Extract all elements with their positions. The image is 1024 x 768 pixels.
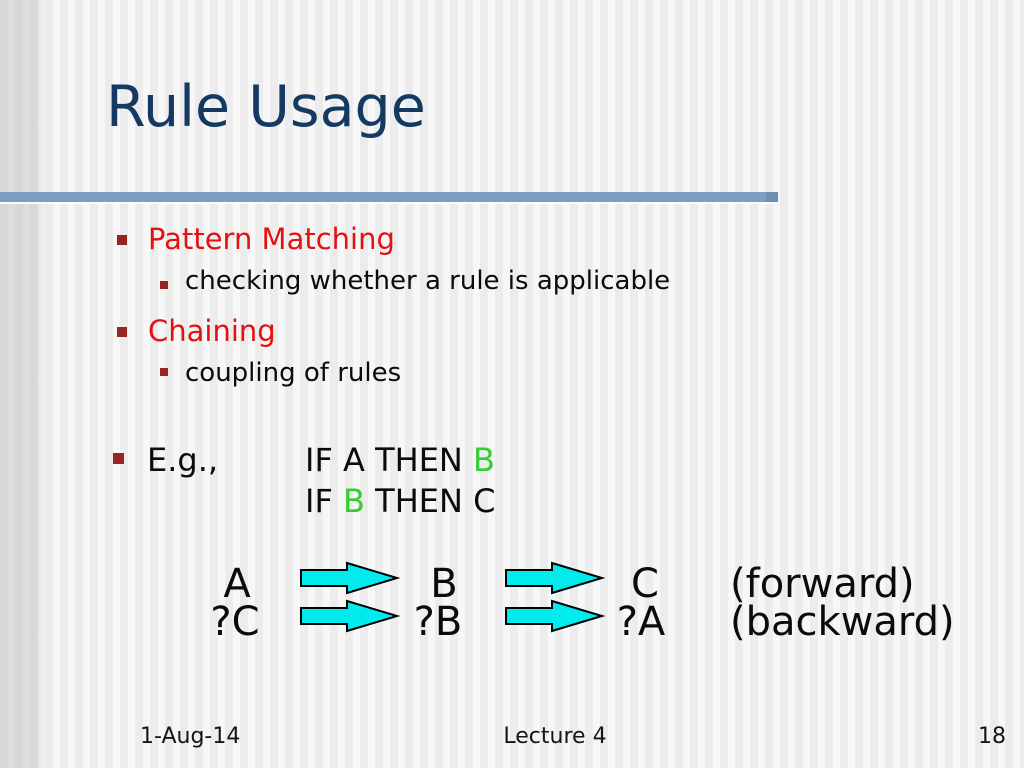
bullet-chaining: Chaining <box>148 314 276 348</box>
rule-text: IF A THEN <box>305 441 474 479</box>
bullet-square-icon <box>113 453 124 464</box>
bullet-square-icon <box>117 327 127 337</box>
accent-divider-endcap <box>766 192 778 202</box>
accent-divider <box>0 192 778 202</box>
highlight-b: B <box>473 441 495 479</box>
right-arrow-icon <box>300 599 400 633</box>
right-arrow-icon <box>505 599 605 633</box>
example-line-2: IF B THEN C <box>305 482 495 520</box>
diagram-node-c: C <box>631 561 659 607</box>
right-arrow-icon <box>505 561 605 595</box>
bullet-square-icon <box>160 368 168 376</box>
footer-title: Lecture 4 <box>503 724 607 749</box>
diagram-node-qc: ?C <box>210 599 260 645</box>
subbullet-pattern-matching-desc: checking whether a rule is applicable <box>185 266 671 296</box>
example-line-1: IF A THEN B <box>305 441 495 479</box>
diagram-annotation-forward: (forward) <box>730 561 915 607</box>
example-bullet-label: E.g., <box>147 441 219 479</box>
diagram-node-qb: ?B <box>413 599 463 645</box>
diagram-node-a: A <box>223 561 251 607</box>
diagram-node-b: B <box>430 561 458 607</box>
slide-title: Rule Usage <box>106 74 426 140</box>
diagram-annotation-backward: (backward) <box>730 599 955 645</box>
bullet-square-icon <box>160 281 168 289</box>
highlight-b: B <box>343 482 365 520</box>
rule-text: THEN C <box>364 482 496 520</box>
bullet-pattern-matching: Pattern Matching <box>148 222 395 256</box>
subbullet-chaining-desc: coupling of rules <box>185 358 402 388</box>
footer-date: 1-Aug-14 <box>140 724 241 749</box>
footer-page-number: 18 <box>978 724 1006 749</box>
right-arrow-icon <box>300 561 400 595</box>
diagram-node-qa: ?A <box>616 599 666 645</box>
rule-text: IF <box>305 482 344 520</box>
bullet-square-icon <box>117 235 127 245</box>
